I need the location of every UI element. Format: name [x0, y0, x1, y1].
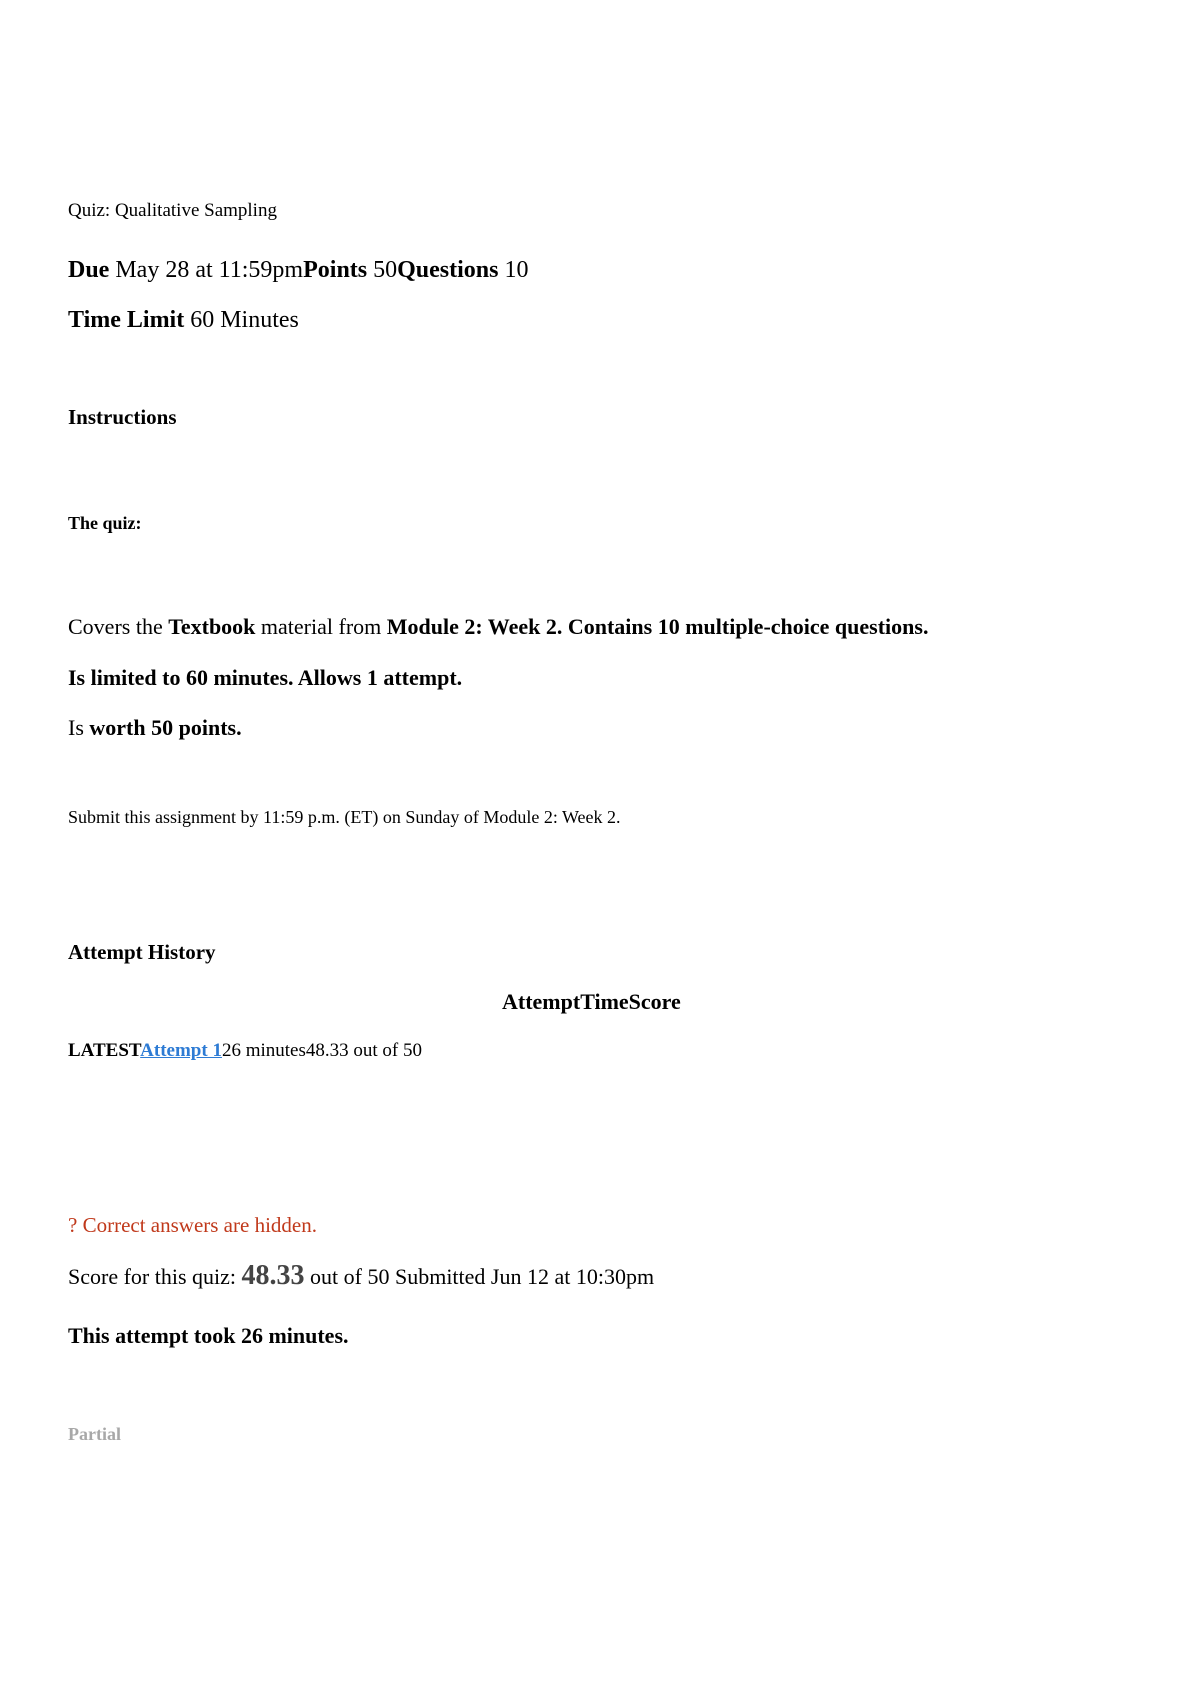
score-prefix: Score for this quiz: [68, 1264, 242, 1289]
text-bold: worth 50 points. [89, 715, 242, 740]
text-bold: Module 2: Week 2. Contains 10 multiple-c… [386, 614, 929, 639]
attempt-table-header: AttemptTimeScore [502, 989, 681, 1014]
score-line: Score for this quiz: 48.33 out of 50 Sub… [68, 1260, 654, 1292]
attempt-row: LATESTAttempt 126 minutes48.33 out of 50 [68, 1040, 422, 1062]
due-label: Due [68, 257, 110, 283]
time-limit-line: Time Limit 60 Minutes [68, 307, 299, 334]
quiz-subheading: The quiz: [68, 513, 142, 533]
time-limit-value: 60 Minutes [184, 307, 299, 333]
attempt-score: 48.33 out of 50 [305, 1040, 422, 1061]
instruction-line-coverage: Covers the Textbook material from Module… [68, 614, 928, 640]
attempt-history-heading: Attempt History [68, 940, 216, 964]
instructions-heading: Instructions [68, 405, 177, 429]
quiz-title: Quiz: Qualitative Sampling [68, 200, 277, 221]
attempt-time: 26 minutes [221, 1040, 306, 1061]
questions-label: Questions [397, 257, 499, 283]
due-value: May 28 at 11:59pm [109, 257, 304, 283]
points-label: Points [303, 257, 368, 283]
attempt-1-link[interactable]: Attempt 1 [140, 1040, 222, 1061]
latest-badge: LATEST [68, 1040, 141, 1061]
questions-value: 10 [498, 257, 529, 283]
text: material from [255, 614, 387, 639]
text: Covers the [68, 614, 169, 639]
submit-note: Submit this assignment by 11:59 p.m. (ET… [68, 807, 621, 827]
quiz-meta-line: Due May 28 at 11:59pmPoints 50Questions … [68, 257, 528, 284]
instruction-line-worth: Is worth 50 points. [68, 715, 242, 741]
instruction-line-limits: Is limited to 60 minutes. Allows 1 attem… [68, 665, 463, 690]
text-bold: Textbook [168, 614, 256, 639]
score-suffix: out of 50 Submitted Jun 12 at 10:30pm [304, 1264, 655, 1289]
score-value: 48.33 [241, 1260, 305, 1291]
time-limit-label: Time Limit [68, 307, 185, 333]
attempt-duration: This attempt took 26 minutes. [68, 1323, 349, 1348]
partial-status: Partial [68, 1424, 121, 1444]
text: Is [68, 715, 90, 740]
correct-answers-hidden-note: ? Correct answers are hidden. [68, 1213, 317, 1237]
points-value: 50 [367, 257, 398, 283]
